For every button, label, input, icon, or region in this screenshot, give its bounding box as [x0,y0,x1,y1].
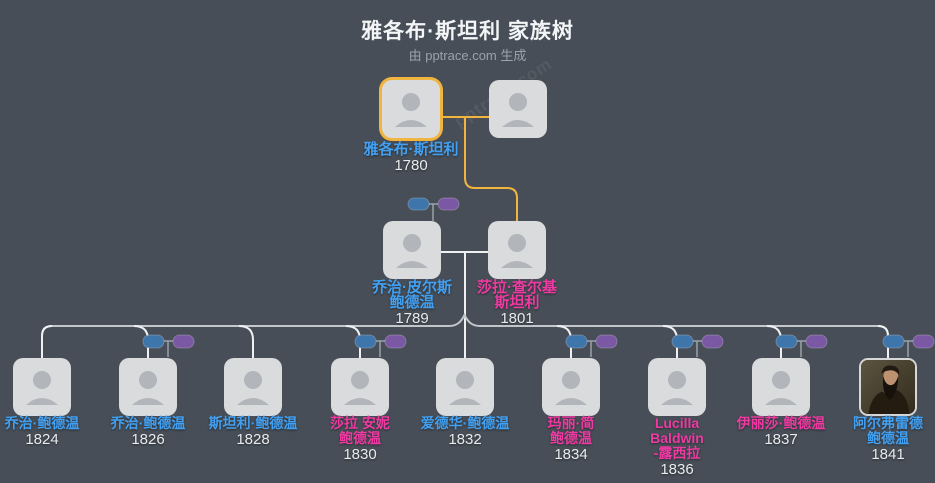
portrait-photo [861,360,915,414]
avatar-placeholder-icon [344,371,376,405]
person-name: 伊丽莎·鲍德温 [736,415,826,431]
person-card-child-5[interactable] [436,358,494,416]
collapsed-male-node-pill[interactable] [142,334,165,349]
collapsed-male-node-pill[interactable] [565,334,588,349]
collapsed-male-node-pill[interactable] [775,334,798,349]
avatar-placeholder-icon [765,371,797,405]
collapsed-female-node-pill[interactable] [595,334,618,349]
person-birth-year: 1780 [394,157,428,174]
child-4-collapsed-spouse-indicator [354,334,407,357]
collapsed-male-node-pill[interactable] [671,334,694,349]
person-label-child-9: 阿尔弗雷德 鲍德温 1841 [835,415,935,463]
person-name: 乔治·鲍德温 [4,415,80,431]
collapsed-female-node-pill[interactable] [437,197,460,211]
person-birth-year: 1837 [764,431,798,448]
person-name: Lucilla [654,415,700,431]
avatar-placeholder-icon [26,371,58,405]
avatar-placeholder-icon [449,371,481,405]
person-birth-year: 1834 [554,446,588,463]
person-label-mother: 莎拉·查尔基 斯坦利 1801 [462,280,572,326]
descent-line-root-to-mother [464,117,518,221]
person-birth-year: 1801 [500,310,534,327]
person-label-child-1: 乔治·鲍德温 1824 [0,415,95,448]
person-card-child-7[interactable] [648,358,706,416]
person-birth-year: 1841 [871,446,905,463]
collapsed-female-node-pill[interactable] [805,334,828,349]
person-label-child-2: 乔治·鲍德温 1826 [95,415,201,448]
collapsed-male-node-pill[interactable] [407,197,430,211]
person-card-root[interactable] [382,80,440,138]
person-card-child-6[interactable] [542,358,600,416]
person-name: 爱德华·鲍德温 [420,415,510,431]
person-label-root: 雅各布·斯坦利 1780 [356,142,466,173]
child-6-collapsed-spouse-indicator [565,334,618,357]
person-name: 乔治·皮尔斯 [372,279,452,296]
person-card-child-3[interactable] [224,358,282,416]
person-birth-year: 1824 [25,431,59,448]
collapsed-female-node-pill[interactable] [172,334,195,349]
person-label-child-7: Lucilla Baldwin -露西拉 1836 [624,415,730,478]
child-7-collapsed-spouse-indicator [671,334,724,357]
page-subtitle: 由 pptrace.com 生成 [408,48,527,63]
person-name: 鲍德温 [867,430,909,446]
person-name: 莎拉 安妮 [330,415,390,431]
person-birth-year: 1832 [448,431,482,448]
collapsed-female-node-pill[interactable] [912,334,935,349]
person-name: 玛丽·简 [547,415,595,431]
child-2-collapsed-spouse-indicator [142,334,195,357]
person-name: -露西拉 [653,445,701,461]
avatar-placeholder-icon [395,93,427,127]
person-name: 鲍德温 [389,294,435,311]
person-birth-year: 1836 [660,461,694,478]
collapsed-male-node-pill[interactable] [354,334,377,349]
collapsed-female-node-pill[interactable] [384,334,407,349]
person-card-mother[interactable] [488,221,546,279]
avatar-placeholder-icon [661,371,693,405]
person-name: 雅各布·斯坦利 [363,141,459,158]
father-collapsed-parents-indicator [407,197,460,221]
person-name: 鲍德温 [550,430,592,446]
branch-child-3 [238,325,254,358]
person-card-child-4[interactable] [331,358,389,416]
avatar-placeholder-icon [237,371,269,405]
person-card-child-2[interactable] [119,358,177,416]
person-label-child-6: 玛丽·简 鲍德温 1834 [518,415,624,463]
person-name: 鲍德温 [339,430,381,446]
avatar-placeholder-icon [555,371,587,405]
collapsed-male-node-pill[interactable] [882,334,905,349]
person-label-child-8: 伊丽莎·鲍德温 1837 [728,415,834,448]
person-label-child-5: 爱德华·鲍德温 1832 [412,415,518,448]
rail-end-left [41,325,53,358]
page-title: 雅各布·斯坦利 家族树 [361,20,574,43]
person-name: 阿尔弗雷德 [853,415,923,431]
person-label-child-3: 斯坦利·鲍德温 1828 [200,415,306,448]
avatar-placeholder-icon [501,234,533,268]
child-8-collapsed-spouse-indicator [775,334,828,357]
person-label-father: 乔治·皮尔斯 鲍德温 1789 [357,280,467,326]
person-card-child-9[interactable] [859,358,917,416]
person-name: 乔治·鲍德温 [110,415,186,431]
person-card-child-8[interactable] [752,358,810,416]
collapsed-female-node-pill[interactable] [701,334,724,349]
avatar-placeholder-icon [396,234,428,268]
person-name: 斯坦利·鲍德温 [208,415,298,431]
avatar-placeholder-icon [132,371,164,405]
person-birth-year: 1826 [131,431,165,448]
person-birth-year: 1789 [395,310,429,327]
person-birth-year: 1830 [343,446,377,463]
person-name: Baldwin [650,430,704,446]
person-name: 莎拉·查尔基 [477,279,557,296]
avatar-placeholder-icon [502,93,534,127]
person-label-child-4: 莎拉 安妮 鲍德温 1830 [307,415,413,463]
person-name: 斯坦利 [494,294,540,311]
person-birth-year: 1828 [236,431,270,448]
person-card-root-spouse[interactable] [489,80,547,138]
person-card-father[interactable] [383,221,441,279]
child-9-collapsed-spouse-indicator [882,334,935,357]
person-card-child-1[interactable] [13,358,71,416]
